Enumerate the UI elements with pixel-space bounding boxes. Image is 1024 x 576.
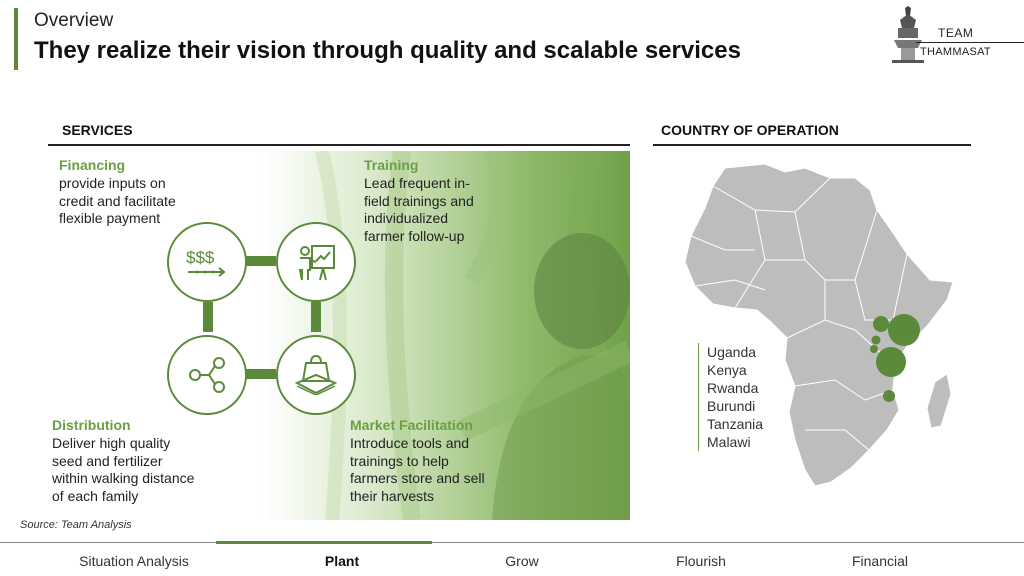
uganda-marker [873,316,889,332]
country-item: Malawi [707,434,751,450]
nav-item-financial[interactable]: Financial [851,553,909,569]
distribution-circle [167,335,247,415]
distribution-desc: Deliver high quality seed and fertilizer… [52,435,195,504]
tanzania-marker [876,347,906,377]
nav-item-situation-analysis[interactable]: Situation Analysis [79,553,189,569]
training-title: Training [364,157,419,173]
market-facilitation-desc: Introduce tools and trainings to help fa… [350,435,485,504]
connector-top [246,256,276,266]
nav-item-grow[interactable]: Grow [505,553,539,569]
farmer-photo [262,151,630,520]
kenya-marker [888,314,920,346]
training-circle [276,222,356,302]
market-facilitation-title: Market Facilitation [350,417,473,433]
title-accent-bar [14,8,18,70]
logo-team-text: TEAM [938,26,974,40]
financing-desc: provide inputs on credit and facilitate … [59,175,176,226]
nav-item-flourish[interactable]: Flourish [676,553,726,569]
connector-right [311,302,321,332]
share-network-icon [189,357,225,393]
country-list: Uganda Kenya Rwanda Burundi Tanzania Mal… [698,343,763,451]
country-item: Rwanda [707,380,759,396]
burundi-marker [870,345,878,353]
presentation-icon [298,245,335,281]
logo-name-text: THAMMASAT [920,46,991,58]
country-item: Uganda [707,344,757,360]
temple-icon [892,6,924,63]
madagascar [926,373,952,429]
connector-bottom [246,369,276,379]
section-eyebrow: Overview [34,10,114,31]
farmer-illustration [315,151,630,520]
country-borders [690,177,908,451]
market-facilitation-circle [276,335,356,415]
country-rule [653,144,971,146]
country-heading: COUNTRY OF OPERATION [661,122,839,138]
distribution-title: Distribution [52,417,131,433]
page-title: They realize their vision through qualit… [34,37,741,64]
bottom-nav: Situation Analysis Plant Grow Flourish F… [0,541,1024,576]
africa-map [684,163,954,487]
financing-circle: $$$ [167,222,247,302]
rwanda-marker [871,335,881,345]
country-item: Burundi [707,398,756,414]
team-logo: TEAM THAMMASAT [888,6,1024,66]
dollar-arrow-icon: $$$ [186,248,226,277]
shopping-bag-icon [295,355,337,395]
training-desc: Lead frequent in- field trainings and in… [364,175,474,244]
nav-item-plant[interactable]: Plant [324,553,360,569]
services-rule [48,144,630,146]
connector-left [203,302,213,332]
country-item: Tanzania [707,416,764,432]
malawi-marker [883,390,895,402]
country-item: Kenya [707,362,747,378]
logo-divider [916,42,1024,43]
nav-active-indicator [216,541,432,544]
financing-title: Financing [59,157,126,173]
services-heading: SERVICES [62,122,133,138]
svg-text:$$$: $$$ [186,248,215,267]
source-note: Source: Team Analysis [20,519,132,531]
